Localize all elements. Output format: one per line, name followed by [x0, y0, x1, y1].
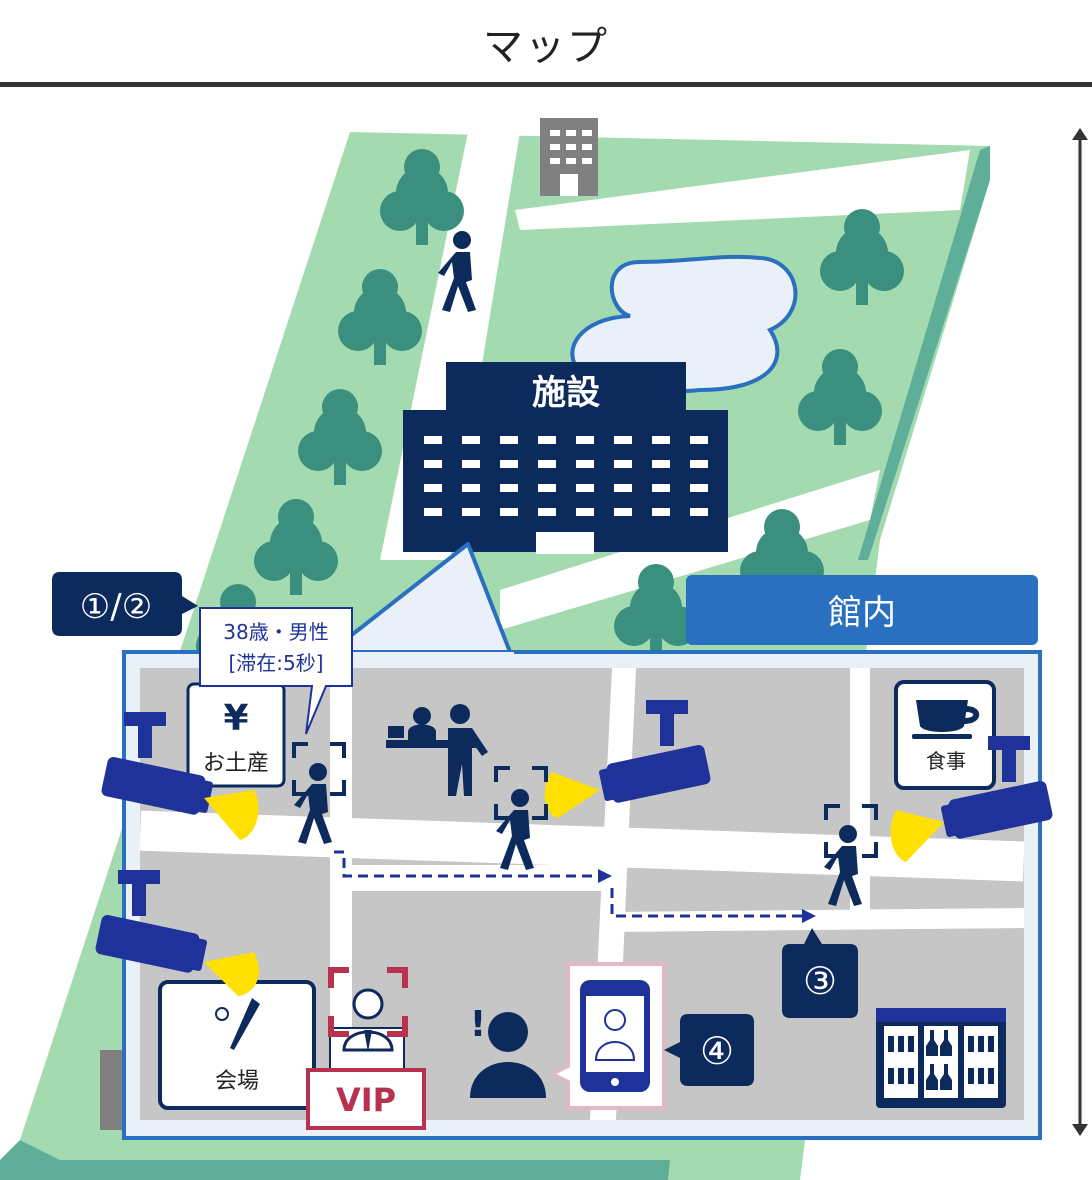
badge-3-label: ③: [803, 959, 837, 1003]
badge-1-2-label: ①/②: [80, 587, 152, 627]
facility-windows: [424, 436, 708, 516]
souvenir-label: お土産: [203, 751, 269, 776]
building-window: [462, 436, 480, 444]
building-window: [576, 484, 594, 492]
inside-label: 館内: [828, 593, 896, 633]
vip-label: VIP: [336, 1081, 396, 1119]
building-window: [538, 508, 556, 516]
badge-1-2: [52, 572, 198, 636]
alert-mark: !: [470, 1004, 486, 1045]
building-window: [690, 508, 708, 516]
building-window: [500, 484, 518, 492]
building-window: [500, 460, 518, 468]
building-window: [500, 436, 518, 444]
baseball-bat-icon: [215, 998, 260, 1050]
page-title: マップ: [483, 24, 609, 70]
building-window: [462, 484, 480, 492]
building-icon: [540, 118, 598, 196]
building-window: [652, 460, 670, 468]
building-window: [538, 460, 556, 468]
display-fridge-icon: [876, 1008, 1006, 1108]
building-window: [424, 460, 442, 468]
venue-label: 会場: [215, 1069, 259, 1094]
vertical-scale-arrow: [1072, 128, 1088, 1136]
title-divider: [0, 82, 1092, 87]
building-window: [690, 436, 708, 444]
dining-label: 食事: [926, 749, 966, 773]
tracking-route: [334, 850, 806, 918]
badge-4: [664, 1014, 754, 1086]
building-window: [652, 484, 670, 492]
building-window: [424, 484, 442, 492]
attribute-callout: [199, 607, 353, 735]
building-window: [614, 508, 632, 516]
inside-header: [686, 575, 1038, 645]
building-window: [538, 484, 556, 492]
yen-icon: ¥: [223, 698, 248, 739]
camera-beam: [204, 772, 944, 996]
reception-staff-icon: [386, 704, 488, 796]
building-window: [500, 508, 518, 516]
facility-building: [403, 362, 728, 554]
building-window: [690, 460, 708, 468]
building-window: [538, 436, 556, 444]
building-window: [424, 508, 442, 516]
badge-4-label: ④: [700, 1029, 734, 1073]
building-window: [614, 436, 632, 444]
smartphone-icon: [580, 980, 650, 1092]
building-window: [576, 508, 594, 516]
pond: [570, 254, 798, 394]
vip-face-icon: [328, 967, 408, 1052]
building-window: [462, 460, 480, 468]
badge-3: [782, 928, 858, 1018]
building-window: [424, 436, 442, 444]
person-silhouette-icon: [470, 1012, 546, 1098]
coffee-cup-icon: [912, 700, 980, 739]
building-window: [462, 508, 480, 516]
callout-attributes: 38歳・男性: [223, 620, 328, 644]
building-window: [652, 436, 670, 444]
building-window: [576, 436, 594, 444]
building-window: [614, 484, 632, 492]
building-window: [614, 460, 632, 468]
callout-stay-time: [滞在:5秒]: [228, 651, 323, 675]
vip-label-box: [306, 1068, 426, 1130]
building-window: [576, 460, 594, 468]
building-window: [652, 508, 670, 516]
facility-label: 施設: [532, 373, 600, 413]
building-window: [690, 484, 708, 492]
